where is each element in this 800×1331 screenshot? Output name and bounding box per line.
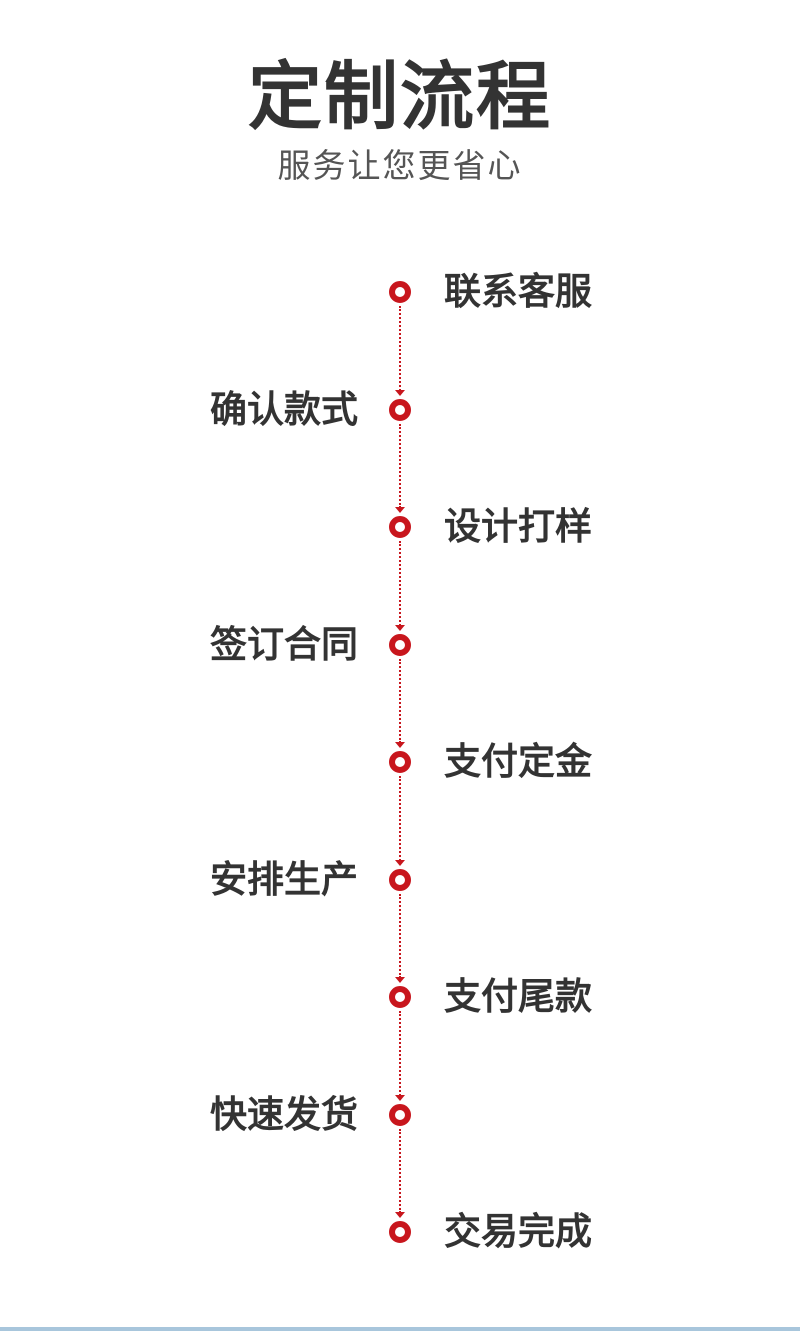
step-label: 确认款式 xyxy=(210,387,358,431)
step-label: 签订合同 xyxy=(210,622,358,666)
ring-icon xyxy=(389,398,411,421)
page-title: 定制流程 xyxy=(248,54,552,140)
process-step: 确认款式 xyxy=(0,380,800,440)
ring-icon xyxy=(389,633,411,656)
step-label: 支付尾款 xyxy=(444,975,592,1018)
process-step: 快速发货 xyxy=(0,1085,800,1145)
dotted-arrow-down-icon xyxy=(394,658,406,748)
process-step: 交易完成 xyxy=(0,1202,800,1262)
dotted-arrow-down-icon xyxy=(394,423,406,513)
step-label: 联系客服 xyxy=(444,270,592,313)
dotted-arrow-down-icon xyxy=(394,1011,406,1101)
page-subtitle: 服务让您更省心 xyxy=(277,146,523,185)
process-step: 联系客服 xyxy=(0,262,800,322)
process-step: 支付尾款 xyxy=(0,967,800,1027)
ring-icon xyxy=(389,516,411,538)
step-label: 安排生产 xyxy=(210,857,358,901)
step-label: 交易完成 xyxy=(444,1210,592,1253)
ring-icon xyxy=(389,751,411,773)
dotted-arrow-down-icon xyxy=(394,541,406,631)
ring-icon xyxy=(389,1103,411,1126)
dotted-arrow-down-icon xyxy=(394,1128,406,1218)
process-step: 安排生产 xyxy=(0,850,800,910)
dotted-arrow-down-icon xyxy=(394,306,406,396)
ring-icon xyxy=(389,868,411,891)
step-label: 设计打样 xyxy=(444,505,592,548)
ring-icon xyxy=(389,281,411,303)
process-step: 设计打样 xyxy=(0,497,800,557)
footer-divider xyxy=(0,1327,800,1331)
process-step: 签订合同 xyxy=(0,615,800,675)
dotted-arrow-down-icon xyxy=(394,776,406,866)
step-label: 支付定金 xyxy=(444,740,592,783)
process-step: 支付定金 xyxy=(0,732,800,792)
ring-icon xyxy=(389,986,411,1008)
ring-icon xyxy=(389,1221,411,1243)
step-label: 快速发货 xyxy=(210,1092,358,1136)
dotted-arrow-down-icon xyxy=(394,893,406,983)
